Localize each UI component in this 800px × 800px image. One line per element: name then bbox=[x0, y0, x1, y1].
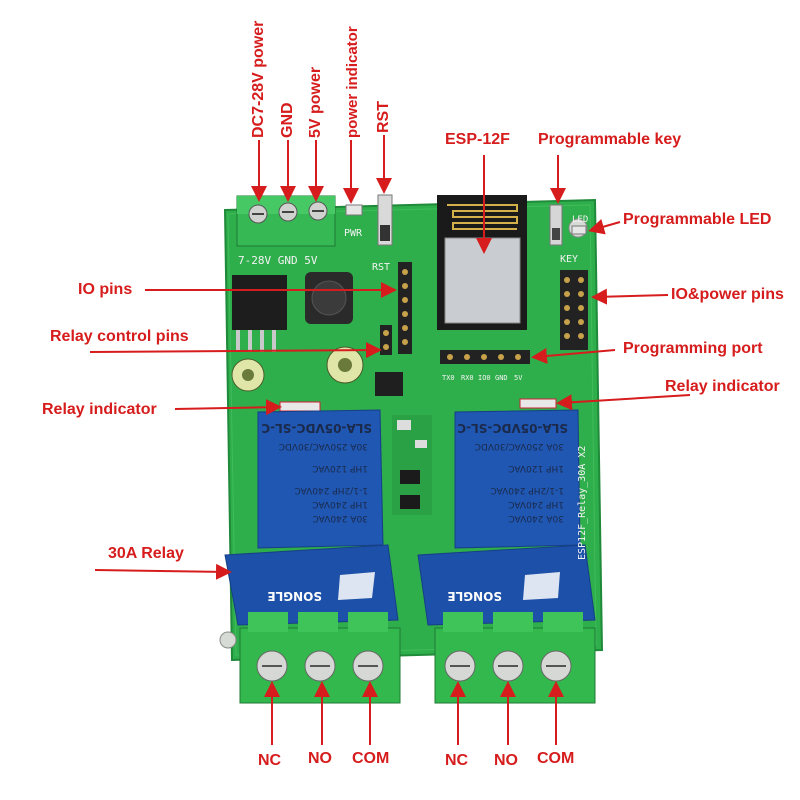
relay-right-rating4: 1HP 120VAC bbox=[508, 463, 564, 473]
programmable-led bbox=[571, 225, 587, 235]
label-30a-relay: 30A Relay bbox=[108, 545, 184, 562]
prog-pin-rx0: RX0 bbox=[461, 374, 474, 382]
silkscreen-pwr: PWR bbox=[344, 228, 363, 239]
power-terminal-block bbox=[236, 195, 336, 247]
relay-right-brand: SONGLE bbox=[447, 589, 502, 603]
prog-pin-io0: IO0 bbox=[478, 374, 491, 382]
mounting-hole bbox=[219, 631, 237, 649]
relay-left-rating5: 30A 250VAC/30VDC bbox=[279, 441, 368, 451]
label-relay-indicator-left: Relay indicator bbox=[42, 401, 157, 418]
label-gnd: GND bbox=[279, 102, 296, 138]
label-com-right: COM bbox=[537, 750, 575, 767]
label-nc-left: NC bbox=[258, 752, 282, 769]
esp12f-module bbox=[437, 195, 527, 330]
silkscreen-rst: RST bbox=[372, 262, 390, 273]
label-dc-power: DC7-28V power bbox=[250, 20, 267, 138]
label-power-indicator: power indicator bbox=[344, 26, 361, 138]
relay-left-rating1: 30A 240VAC bbox=[312, 513, 368, 523]
relay-right-model: SLA-05VDC-SL-C bbox=[457, 421, 568, 435]
songle-logo-left bbox=[338, 572, 375, 600]
label-esp12f: ESP-12F bbox=[445, 131, 510, 148]
songle-logo-right bbox=[523, 572, 560, 600]
relay-indicator-led-right bbox=[519, 398, 557, 409]
label-relay-indicator-right: Relay indicator bbox=[665, 378, 780, 395]
prog-pin-tx0: TX0 bbox=[442, 374, 455, 382]
io-pins-header bbox=[380, 262, 412, 355]
programming-port-header bbox=[440, 350, 530, 364]
prog-pin-gnd: GND bbox=[495, 374, 508, 382]
label-no-right: NO bbox=[494, 752, 518, 769]
power-led bbox=[345, 204, 363, 216]
relay-left-brand: SONGLE bbox=[267, 589, 322, 603]
label-no-left: NO bbox=[308, 750, 332, 767]
io-power-pins-header bbox=[560, 270, 588, 350]
relay-left-rating2: 1HP 240VAC bbox=[312, 499, 368, 509]
label-programmable-key: Programmable key bbox=[538, 131, 682, 148]
silkscreen-led: LED bbox=[572, 215, 588, 225]
output-terminal-left bbox=[239, 612, 401, 704]
relay-indicator-led-left bbox=[279, 401, 321, 412]
relay-right-rating1: 30A 240VAC bbox=[508, 513, 564, 523]
label-programming-port: Programming port bbox=[623, 340, 763, 357]
relay-left-model: SLA-05VDC-SL-C bbox=[261, 421, 372, 435]
label-programmable-led: Programmable LED bbox=[623, 211, 772, 228]
label-nc-right: NC bbox=[445, 752, 469, 769]
relay-left-rating3: 1-1/2HP 240VAC bbox=[294, 485, 368, 495]
silkscreen-power-text: 7-28V GND 5V bbox=[238, 254, 318, 267]
silkscreen-edge-text: ESP12F_Relay_30A X2 bbox=[577, 446, 588, 560]
silkscreen-key: KEY bbox=[560, 254, 578, 265]
relay-right bbox=[417, 409, 596, 626]
relay-right-rating3: 1-1/2HP 240VAC bbox=[490, 485, 564, 495]
label-io-pins: IO pins bbox=[78, 281, 133, 298]
relay-left-rating4: 1HP 120VAC bbox=[312, 463, 368, 473]
annotation-arrows bbox=[89, 135, 691, 745]
label-io-power-pins: IO&power pins bbox=[671, 286, 784, 303]
voltage-regulator bbox=[232, 275, 287, 330]
prog-pin-5v: 5V bbox=[514, 374, 523, 382]
label-com-left: COM bbox=[352, 750, 390, 767]
label-5v-power: 5V power bbox=[307, 66, 324, 138]
label-relay-control-pins: Relay control pins bbox=[50, 328, 189, 345]
label-rst: RST bbox=[375, 101, 392, 133]
relay-right-rating2: 1HP 240VAC bbox=[508, 499, 564, 509]
relay-right-rating5: 30A 250VAC/30VDC bbox=[475, 441, 564, 451]
relay-left bbox=[224, 409, 399, 626]
